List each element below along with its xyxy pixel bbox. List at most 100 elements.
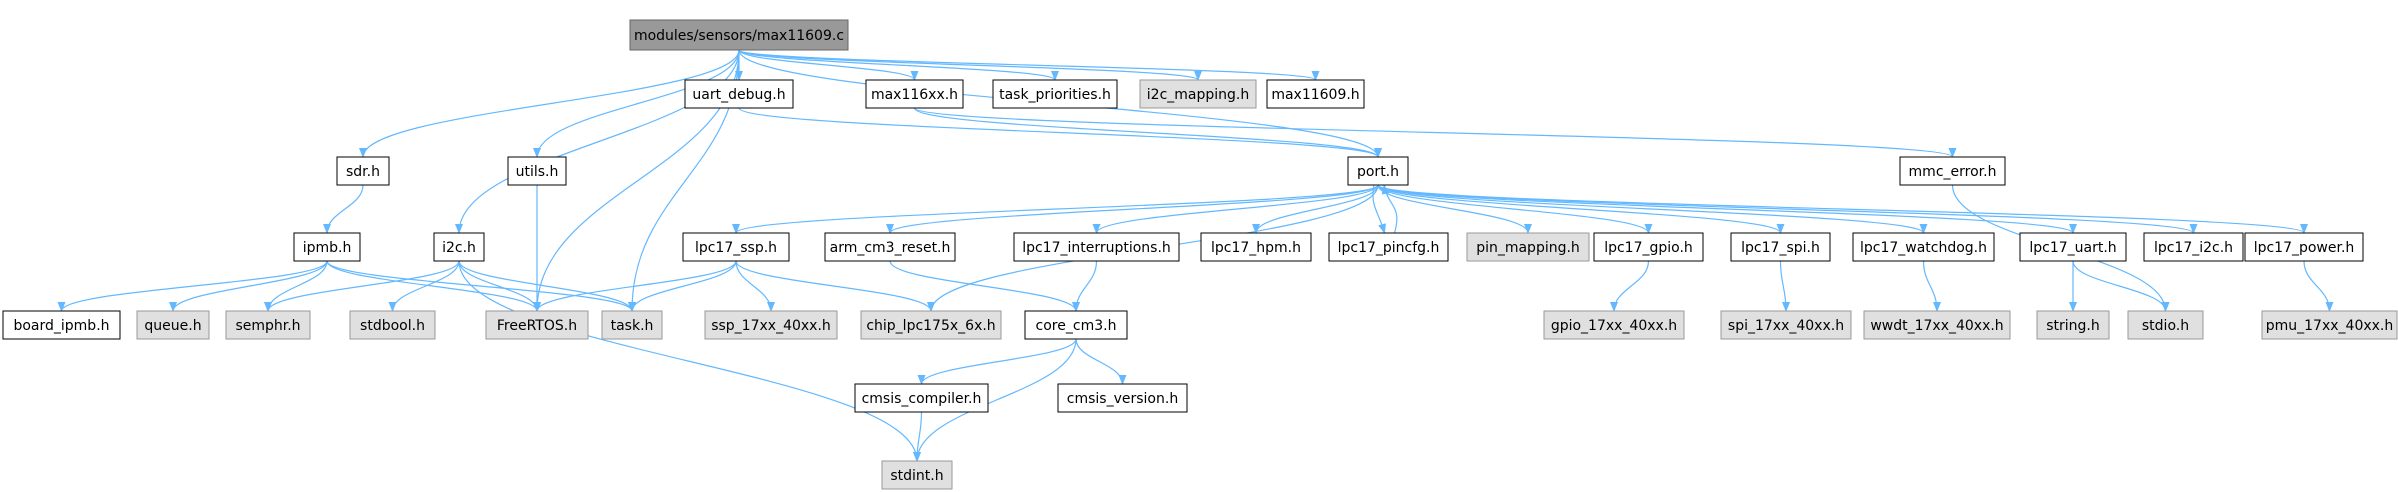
node-lpc17-ssp-h[interactable]: lpc17_ssp.h (682, 232, 790, 262)
edge-lpc17_ssp_h-to-ssp_17xx_h (735, 260, 775, 312)
edge-lpc17_power_h-to-pmu_17xx_h (2303, 260, 2334, 312)
node-label: FreeRTOS.h (497, 318, 577, 334)
node-label: spi_17xx_40xx.h (1728, 318, 1844, 334)
node-box (704, 310, 838, 340)
node-box (2, 310, 121, 340)
edge-ipmb_h-to-queue_h (169, 260, 328, 312)
edge-lpc17_ssp_h-to-chip_lpc175x_h (735, 260, 935, 312)
edge-root-to-sdr_h (359, 49, 740, 158)
node-lpc17-i2c-h[interactable]: lpc17_i2c.h (2143, 232, 2244, 262)
node-label: utils.h (516, 164, 559, 180)
node-box (1593, 232, 1704, 262)
node-label: queue.h (144, 318, 201, 334)
node-core-cm3-h[interactable]: core_cm3.h (1024, 310, 1128, 340)
node-box (881, 460, 953, 490)
edge-root-to-task_priorities_h (738, 49, 1059, 81)
node-box (1266, 79, 1365, 109)
node-task-h: task.h (601, 310, 663, 340)
node-label: pin_mapping.h (1476, 240, 1580, 256)
node-board-ipmb-h[interactable]: board_ipmb.h (2, 310, 121, 340)
node-box (433, 232, 485, 262)
node-mmc-error-h[interactable]: mmc_error.h (1899, 156, 2006, 186)
edge-sdr_h-to-ipmb_h (323, 184, 364, 234)
edge-i2c_h-to-semphr_h (264, 260, 460, 312)
node-box (2019, 232, 2127, 262)
node-semphr-h: semphr.h (225, 310, 311, 340)
node-label: stdio.h (2142, 318, 2189, 334)
edge-i2c_h-to-stdint_h (458, 260, 921, 462)
node-box (1347, 156, 1409, 186)
node-lpc17-watchdog-h[interactable]: lpc17_watchdog.h (1852, 232, 1995, 262)
edge-port_h-to-lpc17_pincfg_h (1372, 184, 1386, 234)
edge-cmsis_compiler_h-to-stdint_h (913, 411, 923, 462)
node-label: port.h (1357, 164, 1399, 180)
node-ipmb-h[interactable]: ipmb.h (293, 232, 361, 262)
node-string-h: string.h (2036, 310, 2110, 340)
node-label: wwdt_17xx_40xx.h (1870, 318, 2003, 334)
node-max11609-h[interactable]: max11609.h (1266, 79, 1365, 109)
node-box (2261, 310, 2398, 340)
edge-root-to-utils_h (533, 49, 740, 158)
node-gpio-17xx-h: gpio_17xx_40xx.h (1543, 310, 1685, 340)
node-cmsis-compiler-h[interactable]: cmsis_compiler.h (854, 383, 989, 413)
edge-max116xx_h-to-mmc_error_h (913, 107, 1957, 158)
node-label: stdbool.h (360, 318, 425, 334)
node-box (2143, 232, 2244, 262)
node-box (824, 232, 956, 262)
node-task-priorities-h[interactable]: task_priorities.h (992, 79, 1118, 109)
node-label: lpc17_interruptions.h (1022, 240, 1171, 256)
node-label: chip_lpc175x_6x.h (866, 318, 995, 334)
node-label: lpc17_watchdog.h (1860, 240, 1987, 256)
node-box (2036, 310, 2110, 340)
node-root[interactable]: modules/sensors/max11609.c (629, 19, 849, 51)
node-cmsis-version-h[interactable]: cmsis_version.h (1057, 383, 1188, 413)
node-box (854, 383, 989, 413)
node-box (225, 310, 311, 340)
node-label: semphr.h (235, 318, 300, 334)
node-uart-debug-h[interactable]: uart_debug.h (684, 79, 794, 109)
node-box (1024, 310, 1128, 340)
edge-port_h-to-lpc17_power_h (1377, 184, 2308, 234)
node-lpc17-power-h[interactable]: lpc17_power.h (2244, 232, 2364, 262)
node-lpc17-uart-h[interactable]: lpc17_uart.h (2019, 232, 2127, 262)
node-label: stdint.h (890, 468, 943, 484)
edge-lpc17_watchdog_h-to-wwdt_17xx_h (1922, 260, 1941, 312)
node-box (992, 79, 1118, 109)
edge-core_cm3_h-to-stdint_h (913, 338, 1077, 462)
node-lpc17-interrupts-h[interactable]: lpc17_interruptions.h (1013, 232, 1180, 262)
node-utils-h[interactable]: utils.h (507, 156, 567, 186)
edge-i2c_h-to-task_h (458, 260, 636, 312)
node-label: cmsis_version.h (1067, 391, 1178, 407)
node-lpc17-pincfg-h[interactable]: lpc17_pincfg.h (1328, 232, 1449, 262)
node-box (601, 310, 663, 340)
edge-ipmb_h-to-task_h (326, 260, 636, 312)
node-box (2127, 310, 2204, 340)
node-arm-cm3-reset-h[interactable]: arm_cm3_reset.h (824, 232, 956, 262)
node-max116xx-h[interactable]: max116xx.h (865, 79, 964, 109)
edge-port_h-to-lpc17_i2c_h (1377, 184, 2198, 234)
edge-port_h-to-lpc17_spi_h (1377, 184, 1785, 234)
edge-lpc17_ssp_h-to-freertos_h (533, 260, 737, 312)
node-box (485, 310, 589, 340)
node-i2c-h[interactable]: i2c.h (433, 232, 485, 262)
node-lpc17-spi-h[interactable]: lpc17_spi.h (1730, 232, 1831, 262)
edge-port_h-to-lpc17_gpio_h (1377, 184, 1653, 234)
node-lpc17-gpio-h[interactable]: lpc17_gpio.h (1593, 232, 1704, 262)
node-label: i2c.h (442, 240, 476, 256)
edge-lpc17_gpio_h-to-gpio_17xx_h (1610, 260, 1650, 312)
node-label: lpc17_ssp.h (695, 240, 777, 256)
node-port-h[interactable]: port.h (1347, 156, 1409, 186)
edge-port_h-to-lpc17_ssp_h (732, 184, 1379, 234)
node-box (1139, 79, 1257, 109)
node-box (1852, 232, 1995, 262)
node-sdr-h[interactable]: sdr.h (336, 156, 390, 186)
edge-port_h-to-arm_cm3_reset_h (886, 184, 1379, 234)
edge-lpc17_ssp_h-to-task_h (628, 260, 737, 312)
node-label: lpc17_i2c.h (2154, 240, 2233, 256)
node-box (136, 310, 210, 340)
node-lpc17-hpm-h[interactable]: lpc17_hpm.h (1200, 232, 1312, 262)
node-box (860, 310, 1002, 340)
edge-uart_debug_h-to-port_h (738, 107, 1382, 158)
node-box (293, 232, 361, 262)
edge-max116xx_h-to-port_h (913, 107, 1382, 158)
